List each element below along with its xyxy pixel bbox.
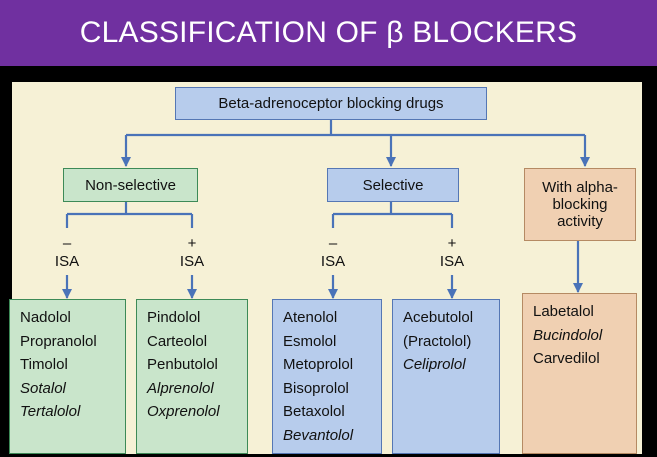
alpha-label: With alpha-blocking activity	[542, 179, 618, 230]
list-ns-plus: Pindolol Carteolol Penbutolol Alprenolol…	[136, 299, 248, 454]
drug-item: Carteolol	[147, 332, 208, 350]
drug-item: Bisoprolol	[283, 379, 349, 397]
selective-box: Selective	[327, 168, 459, 202]
list-sel-plus: Acebutolol (Practolol) Celiprolol	[392, 299, 500, 454]
drug-item: Celiprolol	[403, 356, 466, 373]
drug-item: Labetalol	[533, 303, 594, 320]
drug-item: Pindolol	[147, 309, 201, 326]
root-box: Beta-adrenoceptor blocking drugs	[175, 87, 487, 120]
isa-ns-plus: + ISA	[162, 235, 222, 271]
slide-title: CLASSIFICATION OF β BLOCKERS	[79, 16, 578, 49]
drug-item: Timolol	[20, 356, 68, 373]
drug-item: Bevantolol	[283, 426, 354, 444]
isa-label: ISA	[54, 253, 80, 270]
drug-item: Carvedilol	[533, 350, 600, 367]
isa-sel-minus: – ISA	[303, 235, 363, 271]
isa-label: ISA	[439, 253, 465, 270]
isa-sign: +	[187, 235, 197, 252]
drug-item: Atenolol	[283, 309, 338, 326]
drug-item: Bucindolol	[533, 326, 603, 344]
list-ns-minus: Nadolol Propranolol Timolol Sotalol Tert…	[9, 299, 126, 454]
isa-sign: +	[447, 235, 457, 252]
non-selective-box: Non-selective	[63, 168, 198, 202]
drug-item: Tertalolol	[20, 403, 81, 420]
isa-sign: –	[62, 235, 72, 252]
drug-item: Alprenolol	[147, 379, 214, 397]
drug-item: Propranolol	[20, 332, 97, 350]
drug-item: Acebutolol	[403, 309, 474, 326]
list-sel-minus: Atenolol Esmolol Metoprolol Bisoprolol B…	[272, 299, 382, 454]
isa-sign: –	[328, 235, 338, 252]
isa-sel-plus: + ISA	[422, 235, 482, 271]
isa-ns-minus: – ISA	[37, 235, 97, 271]
drug-item: Sotalol	[20, 379, 66, 397]
isa-label: ISA	[179, 253, 205, 270]
drug-item: Esmolol	[283, 332, 337, 350]
drug-item: Betaxolol	[283, 403, 345, 420]
drug-item: Metoprolol	[283, 356, 354, 373]
selective-label: Selective	[362, 176, 424, 194]
drug-item: Nadolol	[20, 309, 71, 326]
root-label: Beta-adrenoceptor blocking drugs	[218, 95, 444, 112]
drug-item: Oxprenolol	[147, 403, 220, 420]
isa-label: ISA	[320, 253, 346, 270]
non-selective-label: Non-selective	[85, 176, 176, 194]
list-alpha: Labetalol Bucindolol Carvedilol	[522, 293, 637, 454]
alpha-box: With alpha-blocking activity	[524, 168, 636, 241]
title-bar: CLASSIFICATION OF β BLOCKERS	[0, 0, 657, 66]
drug-item: (Practolol)	[403, 332, 472, 350]
drug-item: Penbutolol	[147, 356, 218, 373]
